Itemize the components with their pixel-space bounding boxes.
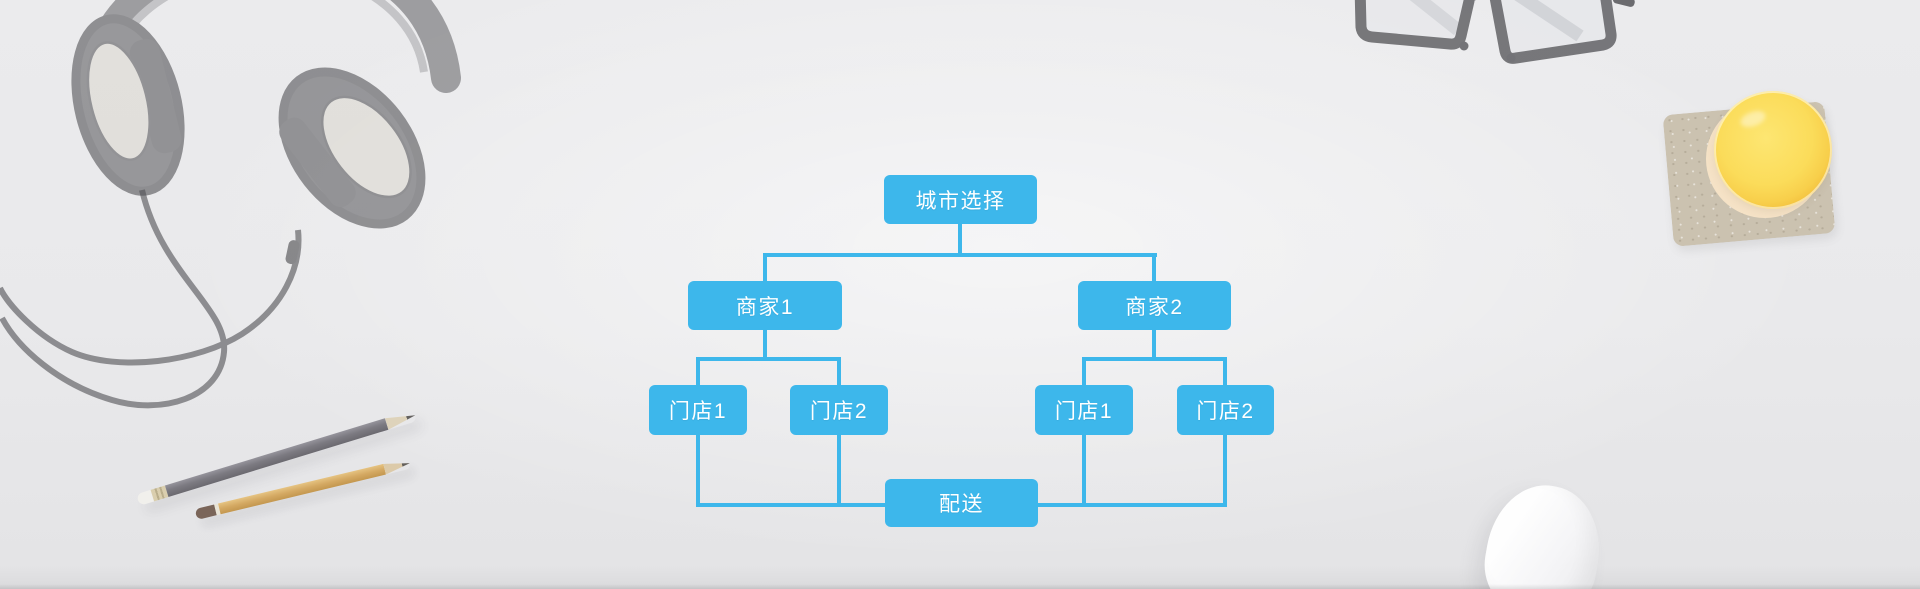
connector-line [696,433,700,507]
connector-line [763,328,767,361]
headphones-icon [0,0,461,409]
connector-line [1152,253,1156,283]
connector-line [763,253,1157,257]
connector-line [837,433,841,507]
connector-line [696,357,700,387]
flow-node-store-1-left: 门店1 [649,385,747,435]
connector-line [1223,433,1227,507]
connector-line [837,357,841,387]
flow-node-delivery: 配送 [885,479,1038,527]
connector-line [1082,433,1086,507]
flow-node-store-1-right: 门店1 [1035,385,1133,435]
connector-line [958,222,962,255]
connector-line [763,253,767,283]
flow-node-city-selection: 城市选择 [884,175,1037,224]
flow-node-merchant-2: 商家2 [1078,281,1231,330]
flow-node-store-2-right: 门店2 [1177,385,1274,435]
orange-juice-icon [1714,91,1832,209]
connector-line [1152,328,1156,361]
connector-line [1082,357,1086,387]
connector-line [1223,357,1227,387]
flow-node-store-2-left: 门店2 [790,385,888,435]
flow-node-merchant-1: 商家1 [688,281,842,330]
eyeglasses-icon [1354,0,1635,64]
connector-line [696,357,841,361]
connector-line [1082,357,1227,361]
